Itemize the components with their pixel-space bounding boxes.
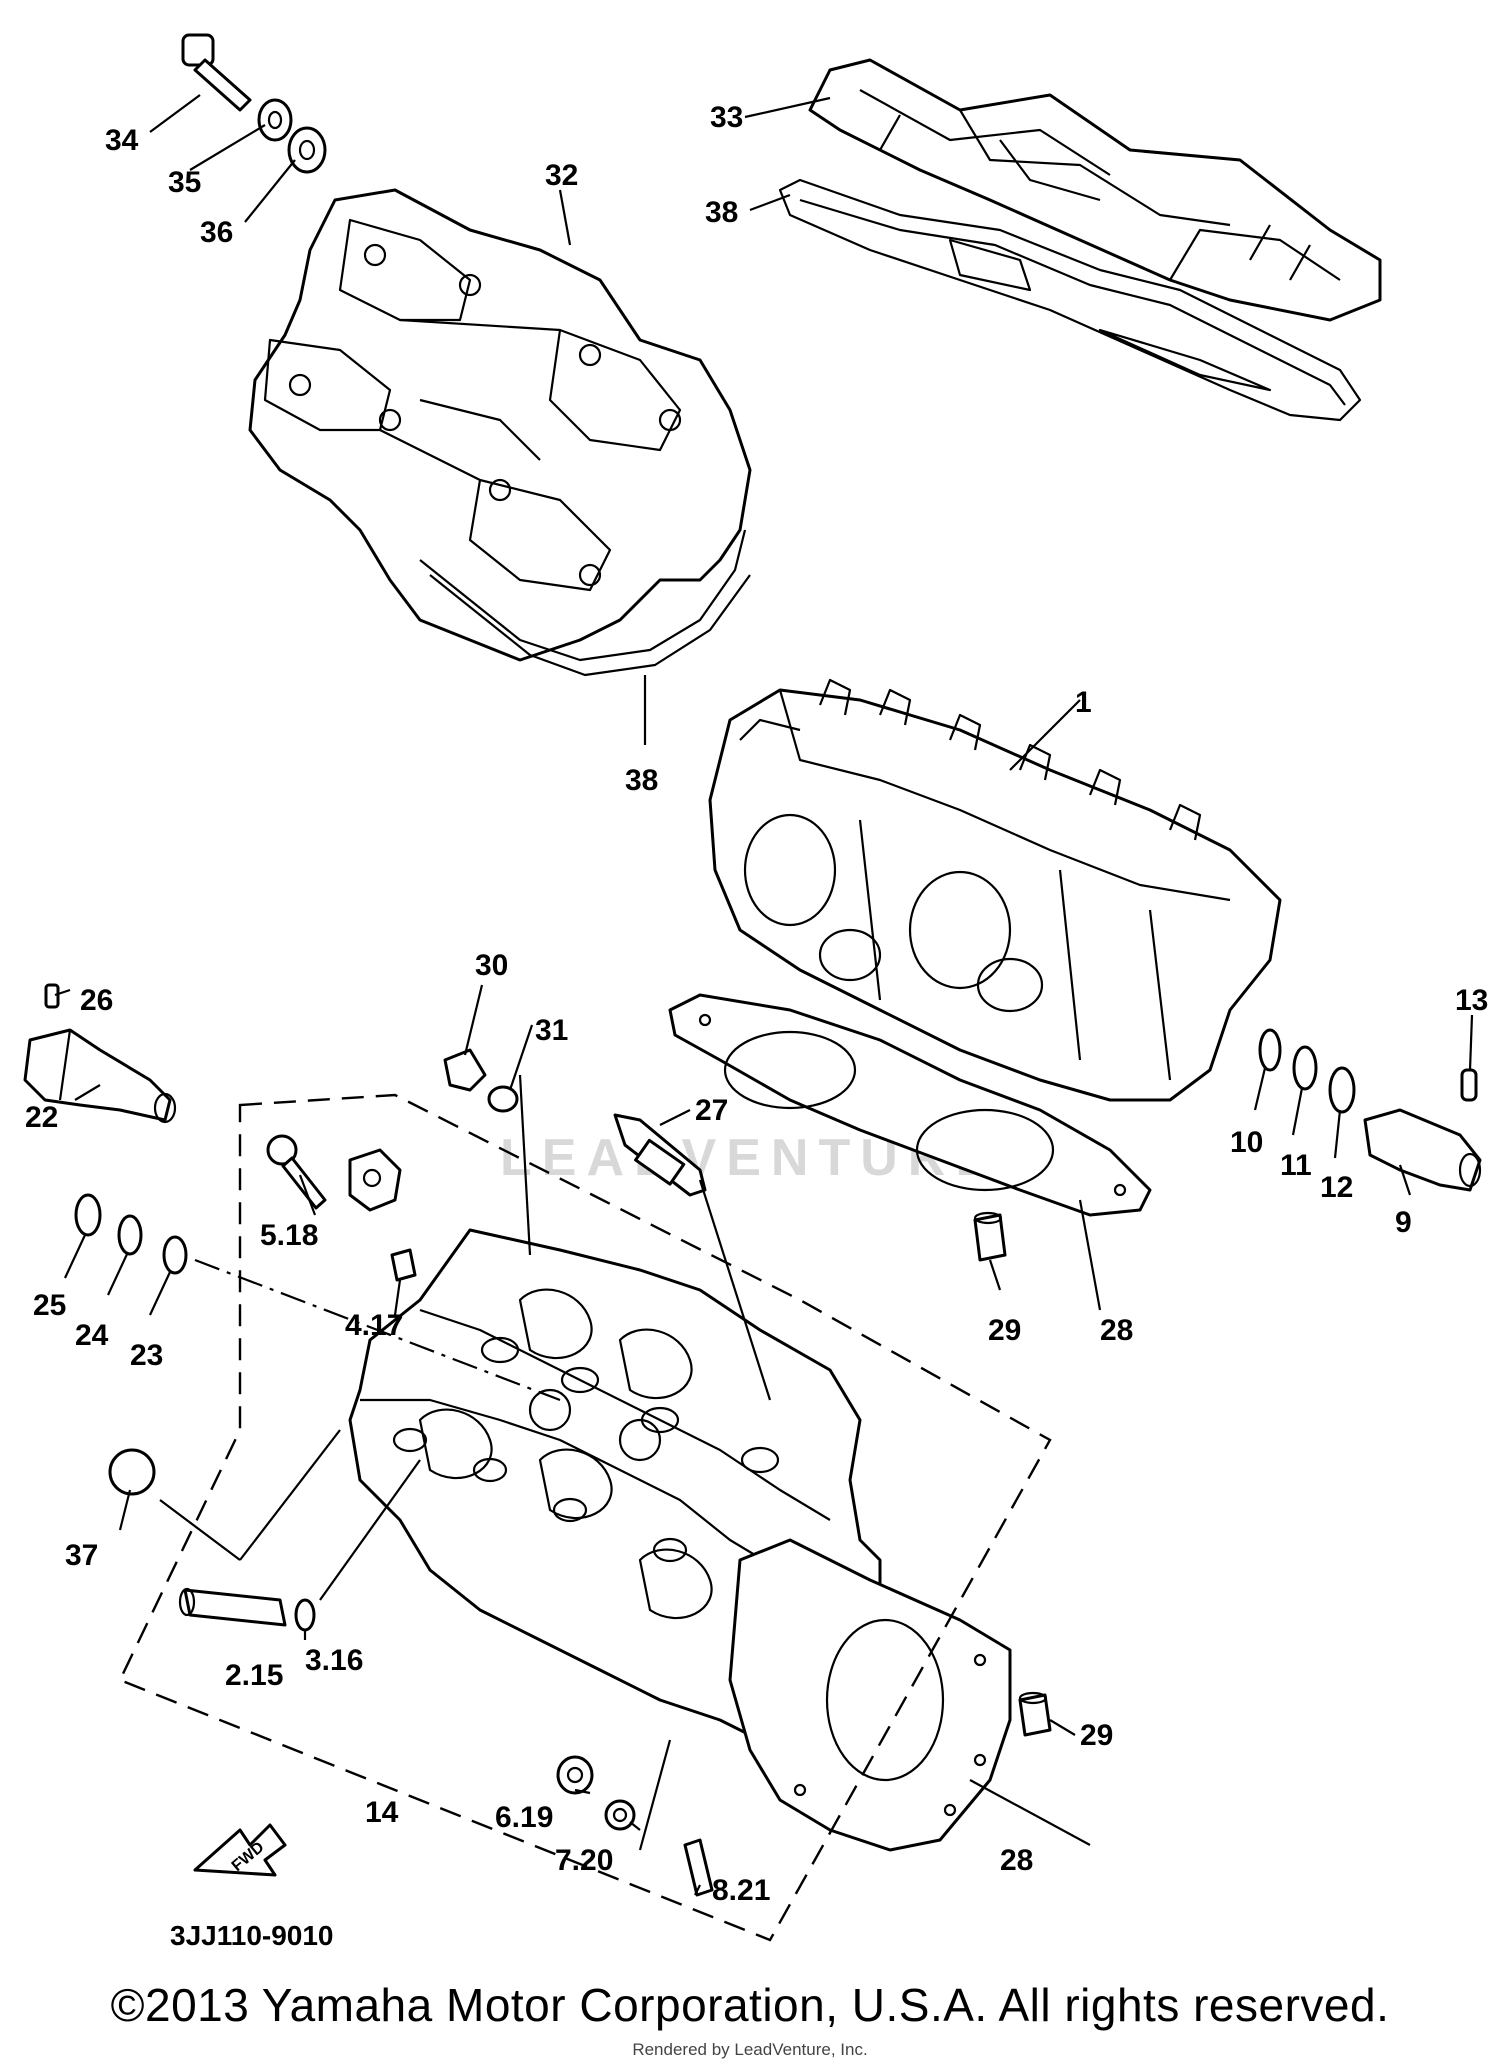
part-33-rear-head-cover <box>808 58 1382 322</box>
callout-labels: 1 2.15 3.16 4.17 5.18 6.19 7.20 8.21 9 1… <box>25 101 1488 1907</box>
callout-11: 11 <box>1280 1149 1312 1182</box>
part-35-washer <box>257 98 293 142</box>
callout-34: 34 <box>105 124 139 157</box>
callout-12: 12 <box>1320 1171 1353 1204</box>
callout-5-18: 5.18 <box>260 1219 318 1252</box>
part-bracket <box>348 1148 402 1212</box>
part-27-spark-plug <box>613 1113 707 1197</box>
leader-lines <box>54 94 1474 1896</box>
callout-4-17: 4.17 <box>345 1309 403 1342</box>
part-38-upper-gasket <box>778 178 1362 422</box>
part-38-lower-gasket <box>419 529 751 677</box>
part-30-plug <box>443 1048 487 1092</box>
callout-22: 22 <box>25 1101 58 1134</box>
callout-32: 32 <box>545 159 578 192</box>
callout-33: 33 <box>710 101 743 134</box>
callout-28-lower: 28 <box>1000 1844 1033 1877</box>
callout-38-lower: 38 <box>625 764 658 797</box>
callout-25: 25 <box>33 1289 66 1322</box>
callout-1: 1 <box>1075 686 1092 719</box>
callout-31: 31 <box>535 1014 568 1047</box>
callout-23: 23 <box>130 1339 163 1372</box>
callout-10: 10 <box>1230 1126 1263 1159</box>
part-23-o-ring <box>162 1235 188 1275</box>
part-22-cam-plug <box>23 1028 177 1124</box>
part-26-clip <box>44 983 60 1009</box>
fwd-arrow-icon: FWD <box>193 1823 287 1877</box>
part-29-dowel-upper <box>973 1211 1007 1262</box>
callout-36: 36 <box>200 216 233 249</box>
callout-27: 27 <box>695 1094 728 1127</box>
callout-9: 9 <box>1395 1206 1412 1239</box>
callout-7-20: 7.20 <box>555 1844 613 1877</box>
part-11-o-ring <box>1292 1045 1318 1091</box>
part-24-o-ring <box>117 1214 143 1256</box>
rendered-by-notice: Rendered by LeadVenture, Inc. <box>632 2040 868 2059</box>
callout-24: 24 <box>75 1319 109 1352</box>
callout-30: 30 <box>475 949 508 982</box>
callout-14: 14 <box>365 1796 399 1829</box>
part-6-19-nut <box>556 1755 594 1795</box>
part-28-lower-head-gasket <box>728 1538 1012 1852</box>
callout-29-lower: 29 <box>1080 1719 1113 1752</box>
part-1-rear-cylinder-head <box>708 678 1282 1102</box>
diagram-code: 3JJ110-9010 <box>170 1920 334 1951</box>
part-36-washer <box>287 126 327 174</box>
part-10-o-ring <box>1258 1028 1282 1072</box>
callout-26: 26 <box>80 984 113 1017</box>
assembly-boundary-14 <box>118 1093 1052 1942</box>
callout-3-16: 3.16 <box>305 1644 363 1677</box>
callout-13: 13 <box>1455 984 1488 1017</box>
callout-38-upper: 38 <box>705 196 738 229</box>
part-13-pin <box>1460 1068 1478 1102</box>
part-7-20-washer <box>604 1799 636 1831</box>
part-4-17-dowel <box>390 1248 417 1282</box>
part-32-front-head-cover <box>248 188 752 662</box>
callout-8-21: 8.21 <box>712 1874 770 1907</box>
part-9-cam-plug <box>1363 1108 1482 1192</box>
part-2-15-pin <box>178 1587 287 1627</box>
part-3-16-ring <box>294 1598 316 1632</box>
callout-2-15: 2.15 <box>225 1659 283 1692</box>
copyright-notice: ©2013 Yamaha Motor Corporation, U.S.A. A… <box>110 1979 1390 2031</box>
part-29-dowel-lower <box>1018 1691 1052 1737</box>
callout-28-upper: 28 <box>1100 1314 1133 1347</box>
callout-35: 35 <box>168 166 201 199</box>
callout-37: 37 <box>65 1539 98 1572</box>
part-5-18-bolt <box>266 1134 327 1210</box>
callout-29-upper: 29 <box>988 1314 1021 1347</box>
part-28-upper-head-gasket <box>668 993 1152 1217</box>
part-37-plug <box>108 1448 156 1496</box>
part-34-bolt <box>181 33 252 112</box>
part-12-o-ring <box>1328 1066 1356 1114</box>
callout-6-19: 6.19 <box>495 1801 553 1834</box>
part-8-21-stud <box>683 1838 714 1897</box>
part-25-o-ring <box>74 1193 102 1237</box>
part-31-washer <box>487 1085 519 1113</box>
